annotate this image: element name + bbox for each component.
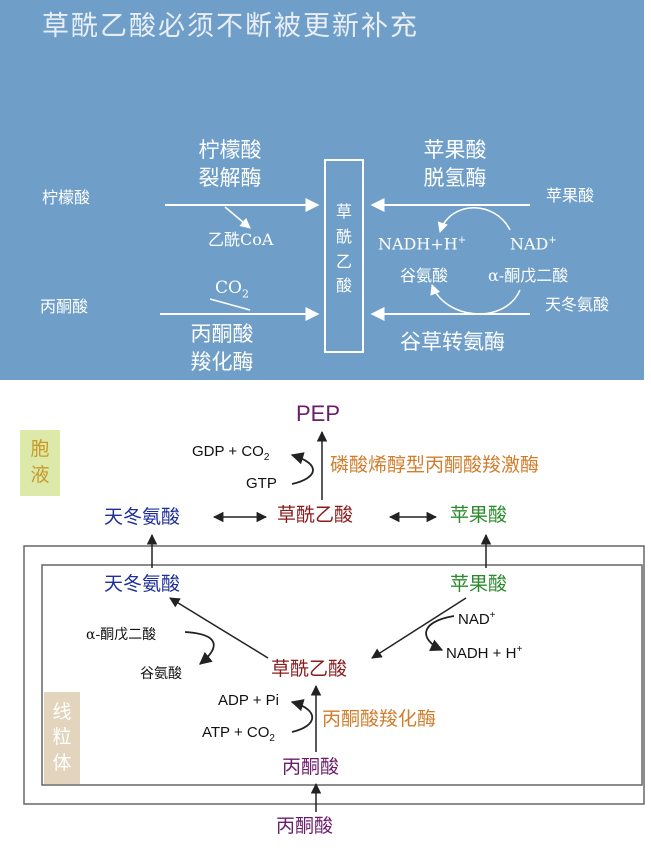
transamination-curve bbox=[430, 284, 521, 315]
citrate-label: 柠檬酸 bbox=[42, 188, 91, 207]
mito-oaa: 草酰乙酸 bbox=[271, 658, 348, 680]
akg-label: α-酮戊二酸 bbox=[488, 266, 569, 285]
nad-curve-b bbox=[425, 615, 455, 652]
enzyme-pyruvate-carboxylase: 丙酮酸 羧化酶 bbox=[190, 322, 254, 375]
nad-label: NAD+ bbox=[510, 234, 557, 254]
mito-malate: 苹果酸 bbox=[450, 573, 508, 595]
cyto-malate: 苹果酸 bbox=[450, 504, 508, 526]
enzyme-malate-dh: 苹果酸 脱氢酶 bbox=[423, 138, 487, 191]
adp-label: ADP + Pi bbox=[218, 692, 280, 709]
oaa-box bbox=[324, 159, 364, 353]
enzyme-pepck: 磷酸烯醇型丙酮酸羧激酶 bbox=[330, 454, 540, 476]
mitochondria-membrane bbox=[41, 564, 643, 786]
mito-aspartate: 天冬氨酸 bbox=[104, 573, 181, 595]
enzyme-pc: 丙酮酸羧化酶 bbox=[322, 708, 437, 730]
co2-label: CO2 bbox=[215, 278, 249, 301]
atp-adp-curve bbox=[290, 699, 313, 733]
co2-branch bbox=[209, 298, 251, 311]
enzyme-citrate-lyase: 柠檬酸 裂解酶 bbox=[198, 138, 262, 191]
akg-label-b: α-酮戊二酸 bbox=[86, 627, 157, 643]
top-arrows bbox=[160, 159, 530, 353]
cyto-oaa: 草酰乙酸 bbox=[277, 504, 354, 526]
cytosol-membrane bbox=[23, 545, 645, 805]
malate-label: 苹果酸 bbox=[546, 186, 595, 205]
pep-label: PEP bbox=[296, 401, 341, 426]
nadh-label-b: NADH + H+ bbox=[446, 644, 523, 662]
aspartate-label: 天冬氨酸 bbox=[545, 295, 610, 314]
acetyl-coa-label: 乙酰CoA bbox=[208, 230, 274, 249]
atp-label: ATP + CO2 bbox=[202, 724, 275, 744]
transamination-curve-b bbox=[184, 631, 215, 665]
oaa-to-mal-arrow bbox=[371, 597, 467, 659]
oaa-to-asp-arrow bbox=[169, 597, 269, 659]
nadh-label: NADH+H+ bbox=[378, 234, 467, 254]
cytosol-tag: 胞 液 bbox=[20, 430, 60, 496]
cyto-aspartate: 天冬氨酸 bbox=[104, 506, 181, 528]
mito-tag: 线 粒 体 bbox=[44, 692, 80, 784]
gdp-label: GDP + CO2 bbox=[192, 443, 270, 463]
top-panel: 草酰乙酸必须不断被更新补充 柠檬酸 裂解酶 柠檬酸 乙酰CoA CO2 丙酮酸 … bbox=[0, 0, 644, 380]
pyruvate-label: 丙酮酸 bbox=[40, 297, 89, 316]
acetyl-branch bbox=[224, 206, 251, 229]
gtp-label: GTP bbox=[246, 475, 277, 492]
glutamate-label-b: 谷氨酸 bbox=[140, 666, 182, 682]
panel-title: 草酰乙酸必须不断被更新补充 bbox=[42, 11, 419, 42]
nad-label-b: NAD+ bbox=[458, 610, 496, 628]
pyruvate-in: 丙酮酸 bbox=[276, 815, 334, 837]
gtp-gdp-curve bbox=[290, 452, 314, 485]
oaa-vertical-label: 草 酰 乙 酸 bbox=[335, 202, 352, 296]
mito-pyruvate: 丙酮酸 bbox=[282, 756, 340, 778]
glutamate-label: 谷氨酸 bbox=[400, 266, 449, 285]
enzyme-transaminase: 谷草转氨酶 bbox=[400, 330, 505, 354]
nad-curve bbox=[437, 207, 511, 234]
